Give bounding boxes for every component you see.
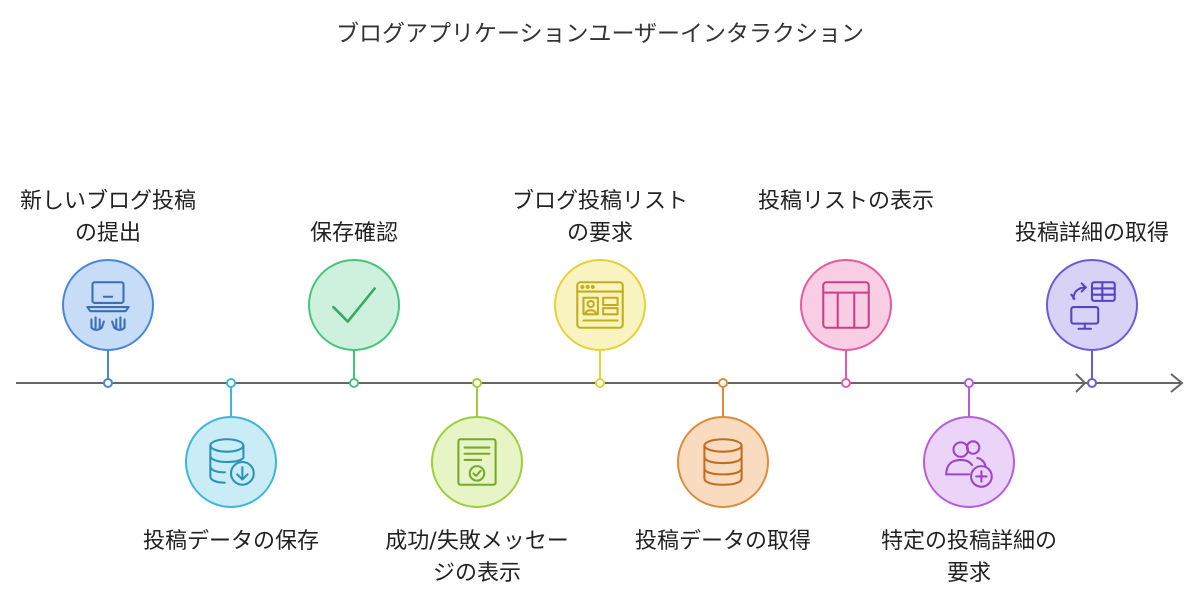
laptop-typing-icon xyxy=(86,281,130,331)
step-label-2: 投稿データの保存 xyxy=(142,529,319,554)
step-label-8: 特定の投稿詳細の要求 xyxy=(880,529,1057,586)
step-node-6 xyxy=(677,416,769,508)
step-label-7: 投稿リストの表示 xyxy=(757,189,934,214)
diagram-title: ブログアプリケーションユーザーインタラクション xyxy=(335,21,865,47)
dot-2 xyxy=(226,378,236,388)
step-node-1 xyxy=(62,259,154,351)
certificate-check-icon xyxy=(457,438,497,486)
dot-3 xyxy=(349,378,359,388)
dot-8 xyxy=(964,378,974,388)
dot-5 xyxy=(595,378,605,388)
table-columns-icon xyxy=(822,281,870,329)
step-label-9: 投稿詳細の取得 xyxy=(1014,221,1169,246)
step-node-8 xyxy=(923,416,1015,508)
step-node-5 xyxy=(554,259,646,351)
checkmark-icon xyxy=(332,287,376,323)
dot-1 xyxy=(103,378,113,388)
database-download-icon xyxy=(209,438,255,486)
dot-9 xyxy=(1087,378,1097,388)
timeline-chevron xyxy=(1075,373,1087,393)
step-label-1: 新しいブログ投稿の提出 xyxy=(19,189,196,246)
dot-6 xyxy=(718,378,728,388)
monitor-table-sync-icon xyxy=(1070,281,1116,330)
step-node-9 xyxy=(1046,259,1138,351)
step-node-3 xyxy=(308,259,400,351)
step-label-4: 成功/失敗メッセージの表示 xyxy=(385,529,569,586)
step-label-6: 投稿データの取得 xyxy=(634,529,811,554)
users-add-icon xyxy=(945,440,993,488)
step-label-5: ブログ投稿リストの要求 xyxy=(511,189,688,246)
dot-7 xyxy=(841,378,851,388)
step-label-3: 保存確認 xyxy=(309,221,398,246)
web-layout-icon xyxy=(576,281,624,329)
timeline-arrowhead xyxy=(1170,373,1184,393)
step-node-2 xyxy=(185,416,277,508)
step-node-4 xyxy=(431,416,523,508)
database-icon xyxy=(703,438,743,486)
step-node-7 xyxy=(800,259,892,351)
dot-4 xyxy=(472,378,482,388)
